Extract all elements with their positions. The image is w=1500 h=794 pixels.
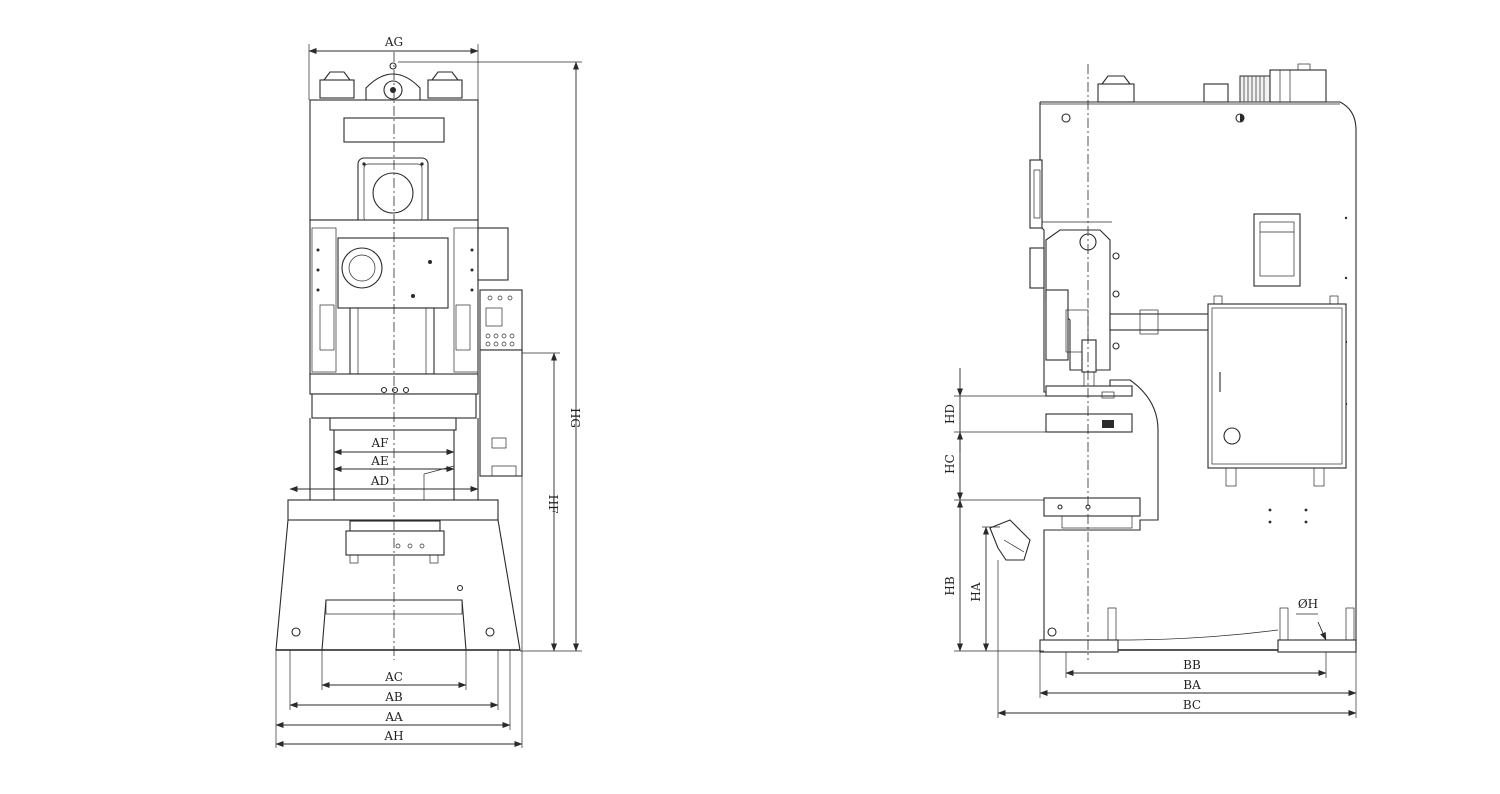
electrical-cabinet: [1207, 295, 1347, 524]
dim-label-af: AF: [371, 436, 389, 450]
dim-label-ah: AH: [383, 729, 403, 743]
dim-label-ad: AD: [370, 474, 389, 488]
front-dimensions: AG HG HF AF AE AD: [275, 35, 582, 748]
top-fittings: [319, 62, 463, 103]
flywheel-cover: [357, 157, 429, 229]
dim-label-hd: HD: [943, 404, 957, 424]
dim-label-hf: HF: [546, 495, 560, 514]
dim-label-hb: HB: [943, 576, 957, 595]
dim-label-phi-h: ØH: [1298, 597, 1318, 611]
cabinet-arm: [1109, 313, 1211, 331]
slide-ram: [349, 307, 435, 375]
motor: [1239, 63, 1327, 103]
motor-box: [477, 227, 509, 281]
side-window: [1253, 213, 1301, 287]
side-die-area: [1043, 385, 1141, 529]
dim-label-ab: AB: [384, 690, 403, 704]
bed-plate: [287, 499, 499, 521]
side-top-fittings: [1097, 63, 1327, 103]
side-view: HD HC HB HA ØH BB BA BC: [943, 63, 1357, 718]
gear-housing: [337, 237, 449, 309]
side-left-hardware: [1029, 159, 1120, 387]
dim-label-ag: AG: [384, 35, 403, 49]
dim-label-hg: HG: [568, 408, 582, 428]
side-dimensions: HD HC HB HA ØH BB BA BC: [943, 368, 1357, 718]
die-cushion: [345, 520, 445, 564]
dim-label-bb: BB: [1183, 658, 1201, 672]
foot-pedal: [989, 519, 1031, 561]
control-panel: [479, 289, 523, 477]
dim-label-bc: BC: [1183, 698, 1201, 712]
dim-label-hc: HC: [943, 454, 957, 474]
dim-label-ae: AE: [370, 454, 388, 468]
dim-label-ac: AC: [384, 670, 403, 684]
dim-label-ha: HA: [969, 582, 983, 601]
dim-label-aa: AA: [384, 710, 403, 724]
dim-label-ba: BA: [1183, 678, 1201, 692]
side-feet: [1039, 607, 1357, 653]
front-view: AG HG HF AF AE AD: [275, 35, 582, 748]
